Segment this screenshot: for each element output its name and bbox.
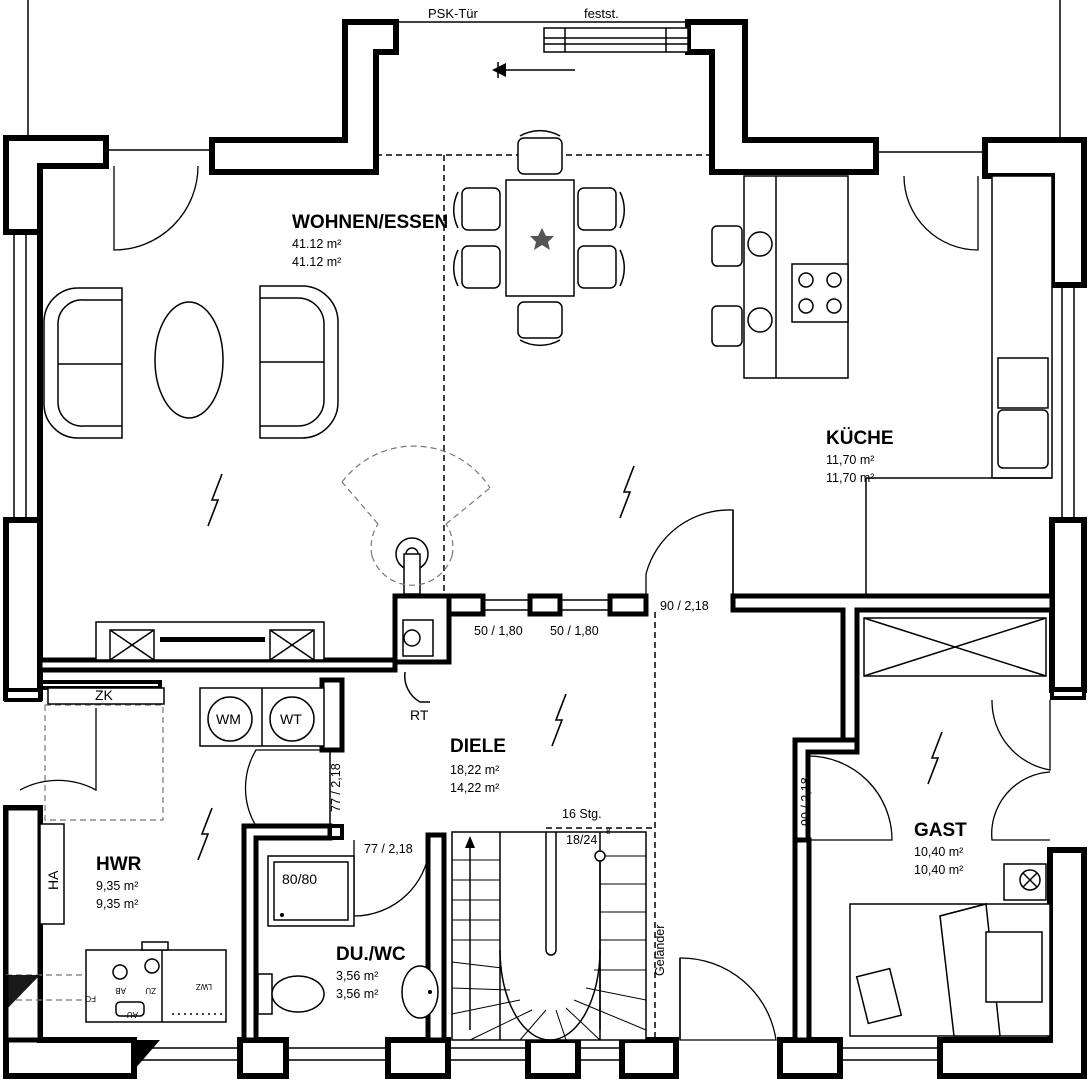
hwr-furniture: [39, 687, 325, 1023]
fixed-label: festst.: [584, 6, 619, 21]
dim-window-2: 50 / 1,80: [550, 624, 599, 638]
room-area-duwc-1: 3,56 m²: [336, 969, 378, 983]
room-name-hwr: HWR: [96, 854, 142, 875]
wt-label: WT: [280, 711, 302, 727]
room-name-diele: DIELE: [450, 736, 506, 757]
room-name-kueche: KÜCHE: [826, 428, 894, 449]
room-name-gast: GAST: [914, 820, 967, 841]
ha-label: HA: [45, 870, 61, 890]
room-name-wohnen: WOHNEN/ESSEN: [292, 212, 448, 233]
room-area-gast-1: 10,40 m²: [914, 845, 963, 859]
room-area-diele-1: 18,22 m²: [450, 763, 499, 777]
shower-label: 80/80: [282, 871, 317, 887]
room-area-gast-2: 10,40 m²: [914, 863, 963, 877]
lwz-zu-label: ZU: [145, 986, 156, 995]
dining-furniture: [452, 129, 626, 347]
room-area-kueche-1: 11,70 m²: [826, 453, 874, 467]
guest-furniture: [849, 617, 1051, 1037]
fireplace: [341, 445, 491, 703]
railing-label: Geländer: [653, 925, 667, 976]
living-furniture: [43, 285, 339, 661]
room-area-wohnen-1: 41.12 m²: [292, 237, 341, 251]
top-terrace-lines: [27, 0, 1061, 140]
dim-door-hwr: 77 / 2,18: [329, 763, 343, 812]
zk-label: ZK: [95, 687, 114, 703]
lwz-label: LWZ: [196, 982, 212, 991]
electrical-symbols: [197, 465, 943, 861]
stairs-ratio: 18/24: [566, 833, 597, 847]
room-name-duwc: DU./WC: [336, 944, 406, 965]
dim-window-1: 50 / 1,80: [474, 624, 523, 638]
psk-door-label: PSK-Tür: [428, 6, 479, 21]
lwz-au-label: AU: [127, 1010, 138, 1019]
interior-walls: [3, 593, 1086, 1043]
wm-label: WM: [216, 711, 241, 727]
doors: [19, 165, 1051, 1041]
stairs-count: 16 Stg.: [562, 807, 602, 821]
room-area-hwr-2: 9,35 m²: [96, 897, 138, 911]
stairs: [451, 831, 647, 1041]
kitchen-furniture: [711, 175, 1053, 596]
windows: [6, 149, 1075, 1070]
room-area-hwr-1: 9,35 m²: [96, 879, 138, 893]
room-area-kueche-2: 11,70 m²: [826, 471, 874, 485]
dim-door-bath: 77 / 2,18: [364, 842, 413, 856]
lwz-ab-label: AB: [115, 986, 126, 995]
dim-door-guest: 90 / 2,18: [799, 777, 813, 826]
lwz-fo-label: FO: [85, 994, 96, 1003]
room-area-diele-2: 14,22 m²: [450, 781, 499, 795]
bath-furniture: [257, 855, 439, 1019]
rt-label: RT: [410, 707, 429, 723]
room-area-wohnen-2: 41.12 m²: [292, 255, 341, 269]
room-area-duwc-2: 3,56 m²: [336, 987, 378, 1001]
stairs-ratio-sup: 8: [606, 827, 611, 836]
dashed-guides: [6, 154, 712, 1040]
dim-door-kitchen: 90 / 2,18: [660, 599, 709, 613]
